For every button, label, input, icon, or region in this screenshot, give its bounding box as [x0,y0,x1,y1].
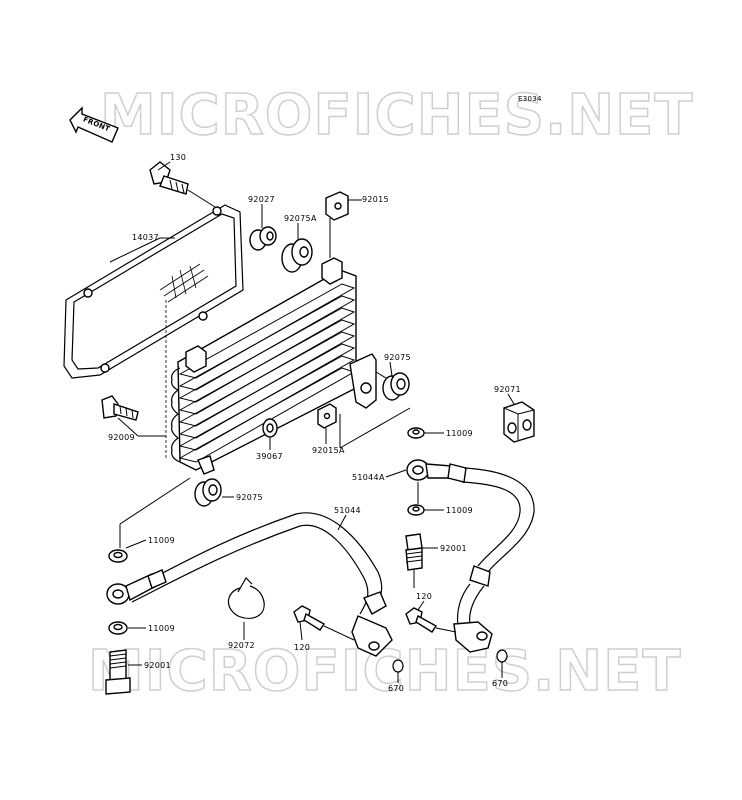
label-670-mid: 670 [388,684,404,693]
label-120-mid: 120 [294,643,310,652]
diagram-code: E3034 [518,95,542,103]
grommet-92075a-icon [281,238,313,273]
washer-11009-mid-icon [407,504,425,516]
gasket-14037-icon [63,204,244,379]
label-92015a: 92015A [312,446,345,455]
label-11009-mid: 11009 [446,506,473,515]
grommet-92027-icon [249,226,277,251]
banjo-bolt-92001-right-icon [405,533,423,588]
bolt-130-icon [149,161,216,208]
label-130: 130 [170,153,186,162]
oil-cooler-icon [171,257,377,475]
watermark-bottom: MICROFICHES.NET [88,639,682,704]
label-11009-lower: 11009 [148,624,175,633]
bolt-92009-icon [101,395,139,421]
label-670-right: 670 [492,679,508,688]
bolt-120-mid-icon [293,605,326,631]
label-14037: 14037 [132,233,159,242]
hose-51044-icon [106,512,393,657]
label-92001-left: 92001 [144,661,171,670]
label-92075-top: 92075 [384,353,411,362]
label-92027: 92027 [248,195,275,204]
label-92075a: 92075A [284,214,317,223]
label-39067: 39067 [256,452,283,461]
grommet-92075-top-icon [382,372,410,401]
label-92071: 92071 [494,385,521,394]
label-92015: 92015 [362,195,389,204]
damper-92071-icon [503,401,535,443]
label-92009: 92009 [108,433,135,442]
label-92072: 92072 [228,641,255,650]
grommet-92075-low-icon [194,478,222,507]
label-51044a: 51044A [352,473,385,482]
bolt-120-right-icon [405,607,438,633]
label-11009-left: 11009 [148,536,175,545]
label-11009-right: 11009 [446,429,473,438]
label-92075-low: 92075 [236,493,263,502]
clip-92015-icon [325,191,349,221]
washer-11009-left-icon [108,549,128,563]
watermark-top: MICROFICHES.NET [100,83,694,148]
banjo-bolt-92001-left-icon [105,649,131,695]
hose-clamp-92072-icon [227,577,265,619]
label-92001-right: 92001 [440,544,467,553]
hose-51044a-icon [406,459,535,653]
label-51044: 51044 [334,506,361,515]
washer-11009-lower-icon [108,621,128,635]
label-120-right: 120 [416,592,432,601]
washer-11009-right-icon [407,427,425,439]
front-arrow-icon: FRONT [69,106,119,143]
